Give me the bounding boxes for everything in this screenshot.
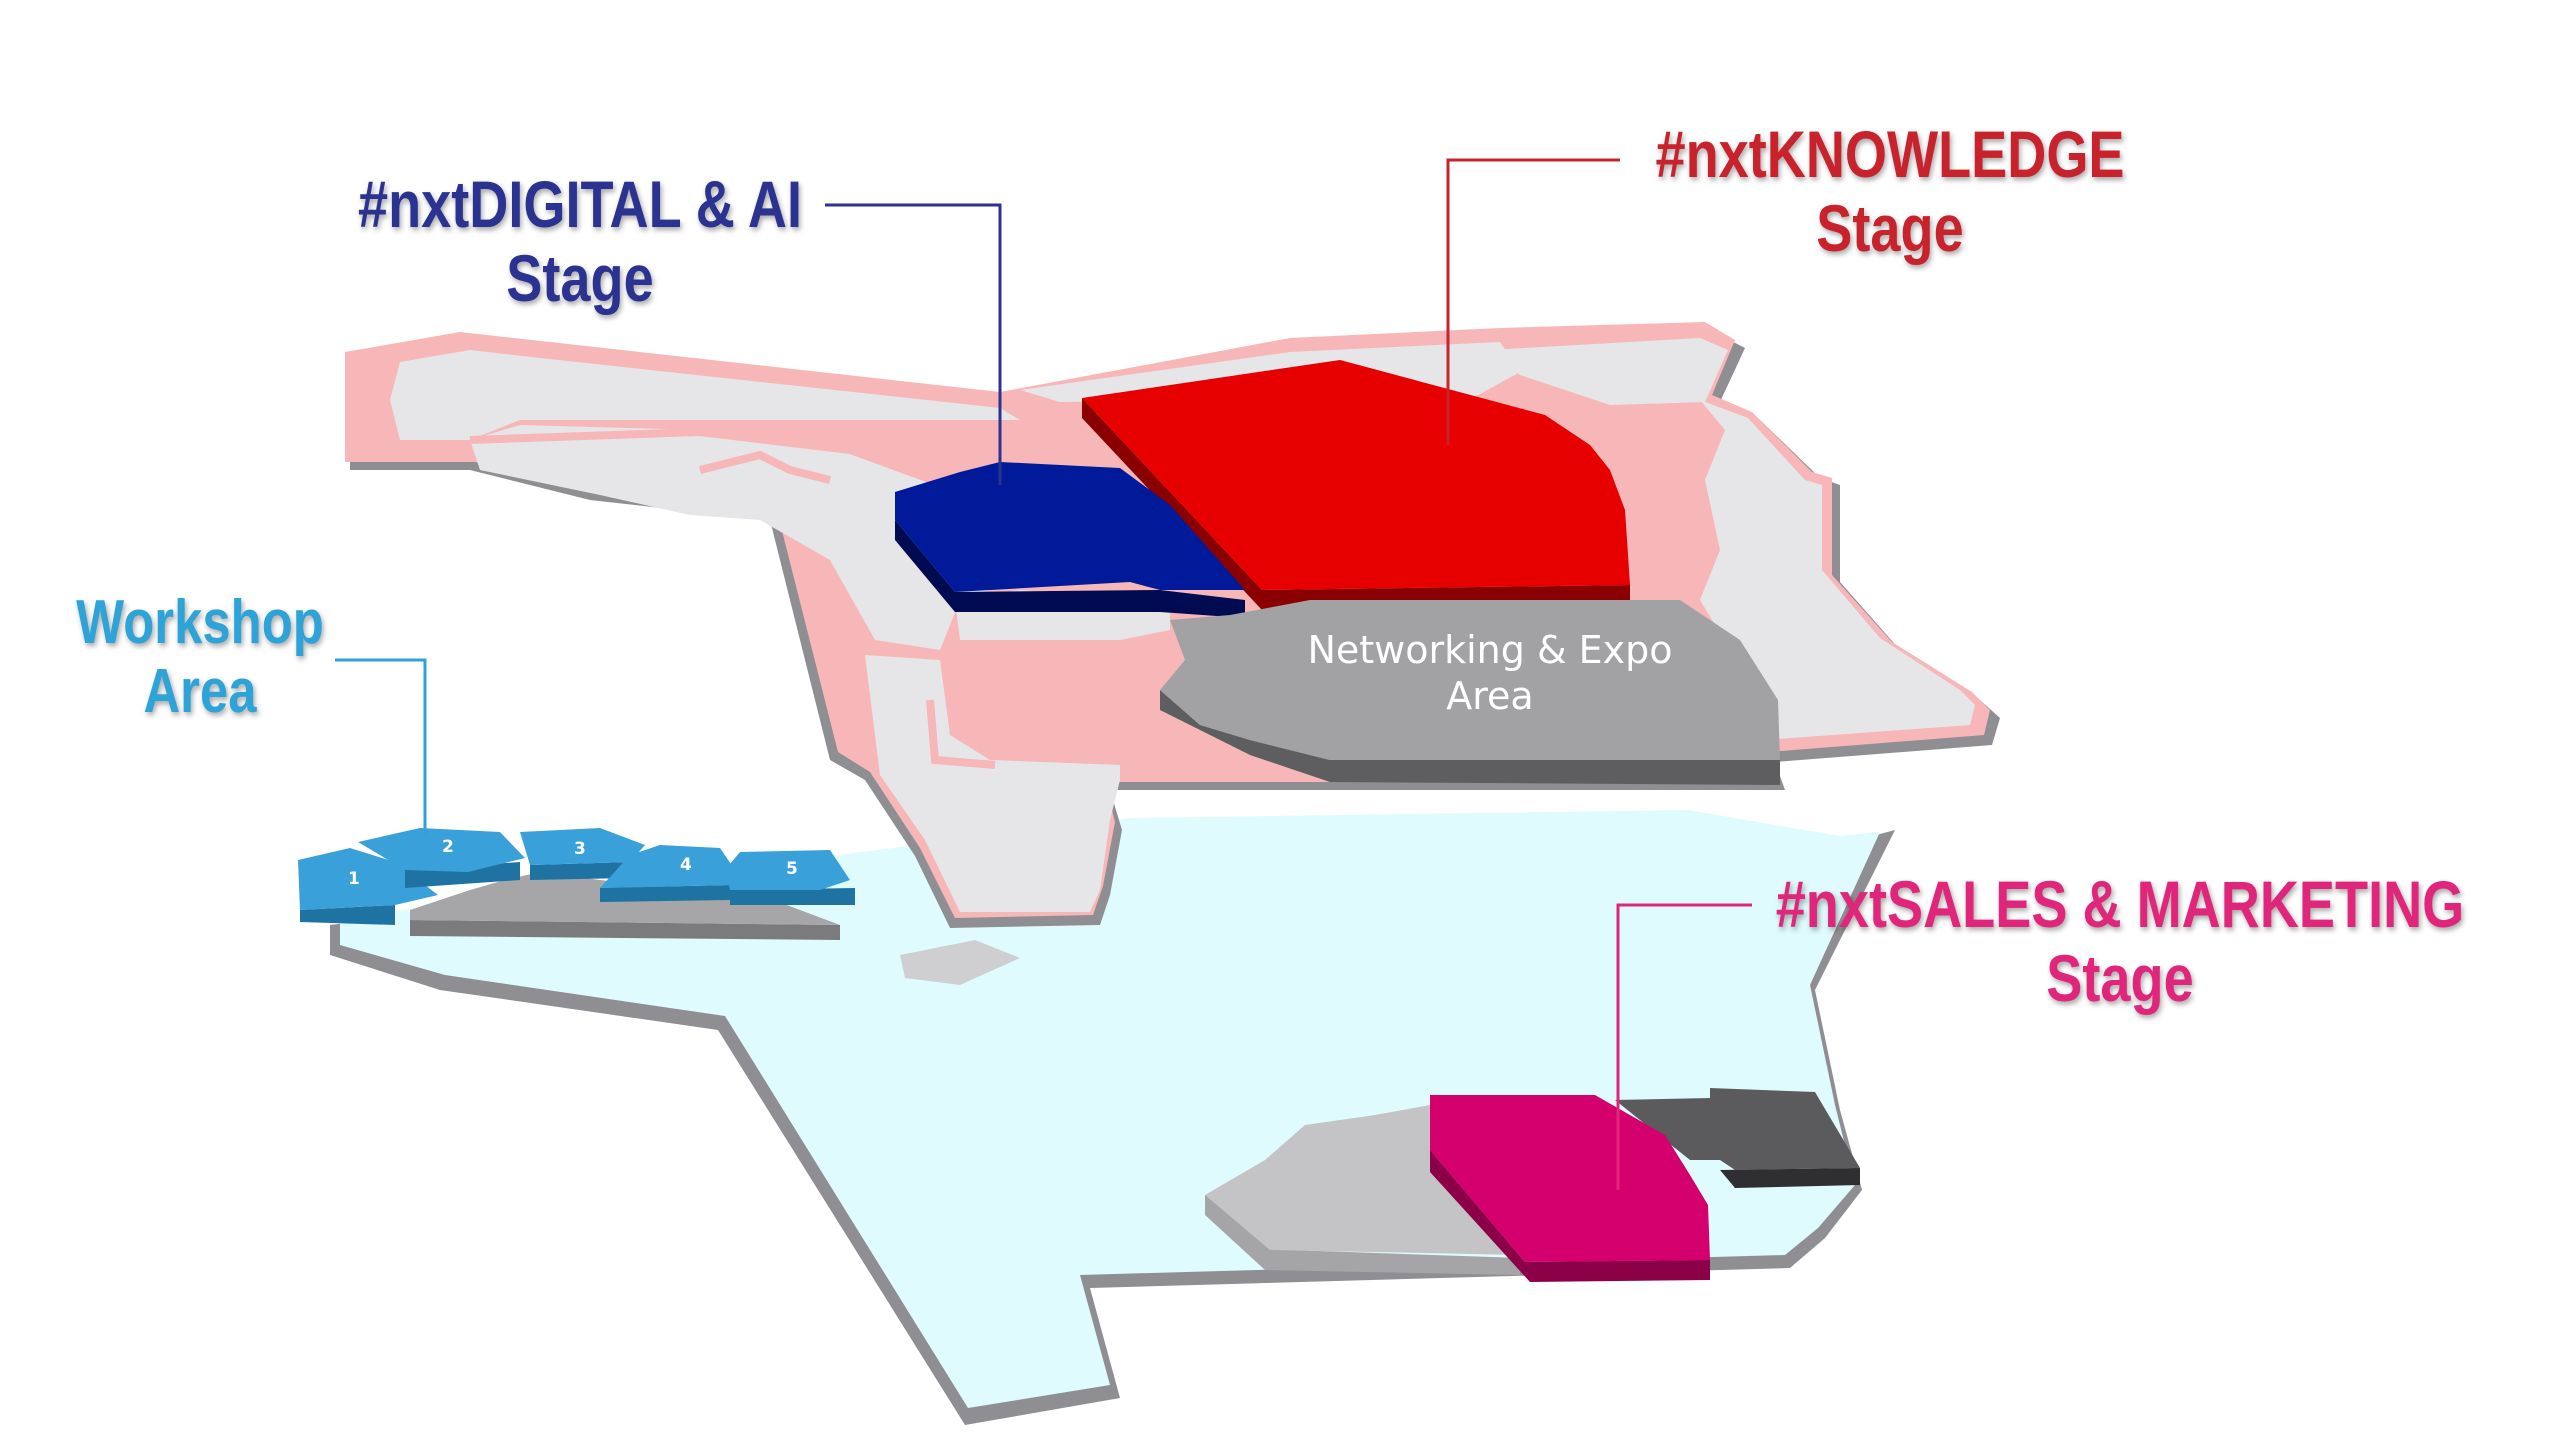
- workshop-room-2[interactable]: [358, 828, 525, 872]
- lower-gray-block-side: [1205, 1195, 1520, 1275]
- upper-corridor-line-2: [699, 450, 831, 484]
- digital-stage-title: #nxtDIGITAL & AI: [357, 167, 803, 241]
- digital-stage-label: #nxtDIGITAL & AI Stage: [350, 167, 809, 316]
- lower-storage-block: [900, 940, 1020, 985]
- upper-floor: [345, 322, 2000, 928]
- workshop-room-3-side: [530, 862, 630, 880]
- expo-area-title: Networking & Expo: [1307, 628, 1673, 672]
- upper-corridor-line-3: [926, 699, 996, 769]
- sales-stage-title: #nxtSALES & MARKETING: [1775, 867, 2465, 941]
- digital-stage-zone[interactable]: [895, 462, 1245, 592]
- upper-corridor-line-1: [469, 427, 962, 494]
- lower-gray-block: [1205, 1105, 1520, 1255]
- expo-area-label: Networking & Expo Area: [1230, 628, 1750, 719]
- sales-stage-label: #nxtSALES & MARKETING Stage: [1775, 867, 2465, 1016]
- digital-stage-subtitle: Stage: [506, 240, 654, 315]
- lower-dark-block-side: [1720, 1168, 1860, 1188]
- sales-stage-subtitle: Stage: [2046, 940, 2194, 1015]
- workshop-room-4-label: 4: [680, 855, 692, 875]
- knowledge-stage-title: #nxtKNOWLEDGE: [1655, 117, 2125, 191]
- workshop-room-4[interactable]: [600, 845, 735, 888]
- workshop-corridor-side: [410, 920, 840, 940]
- digital-leader-line: [825, 203, 1002, 485]
- workshop-room-3[interactable]: [520, 828, 645, 865]
- upper-east-room: [1490, 338, 1728, 405]
- knowledge-stage-zone-side: [1082, 398, 1630, 610]
- expo-area[interactable]: [1160, 600, 1780, 760]
- workshop-area-title: Workshop: [76, 588, 324, 657]
- workshop-leader-line: [335, 658, 427, 835]
- workshop-room-2-label: 2: [442, 837, 454, 857]
- workshop-room-5-side: [730, 888, 855, 905]
- knowledge-stage-zone[interactable]: [1082, 360, 1630, 590]
- sales-leader-line: [1616, 903, 1752, 1190]
- workshop-room-1-label: 1: [348, 869, 360, 889]
- upper-east-wing: [1700, 400, 1975, 740]
- expo-area-side: [1160, 690, 1780, 785]
- knowledge-stage-label: #nxtKNOWLEDGE Stage: [1652, 117, 2128, 266]
- workshop-room-5-label: 5: [786, 859, 798, 879]
- workshop-room-5[interactable]: [725, 850, 850, 890]
- expo-area-subtitle: Area: [1446, 673, 1534, 718]
- workshop-room-4-side: [600, 885, 730, 902]
- digital-stage-zone-side: [895, 520, 1245, 618]
- sales-stage-zone: [1430, 1095, 1710, 1262]
- knowledge-leader-line: [1446, 158, 1620, 445]
- workshop-room-1[interactable]: [298, 848, 438, 910]
- upper-west-room: [390, 350, 1020, 440]
- knowledge-stage-subtitle: Stage: [1816, 190, 1964, 265]
- upper-west-hall: [470, 425, 1020, 650]
- workshop-area-subtitle: Area: [143, 657, 257, 727]
- leader-lines: [335, 158, 1752, 1190]
- workshop-area-label: Workshop Area: [52, 588, 347, 727]
- workshop-room-1-side: [300, 905, 395, 925]
- workshop-rooms: 1 2 3 4 5: [298, 828, 855, 925]
- sales-stage-zone-side: [1430, 1150, 1710, 1282]
- workshop-room-3-label: 3: [574, 839, 586, 859]
- lower-floor: 1 2 3 4 5: [298, 810, 1895, 1425]
- lower-dark-block: [1615, 1088, 1860, 1170]
